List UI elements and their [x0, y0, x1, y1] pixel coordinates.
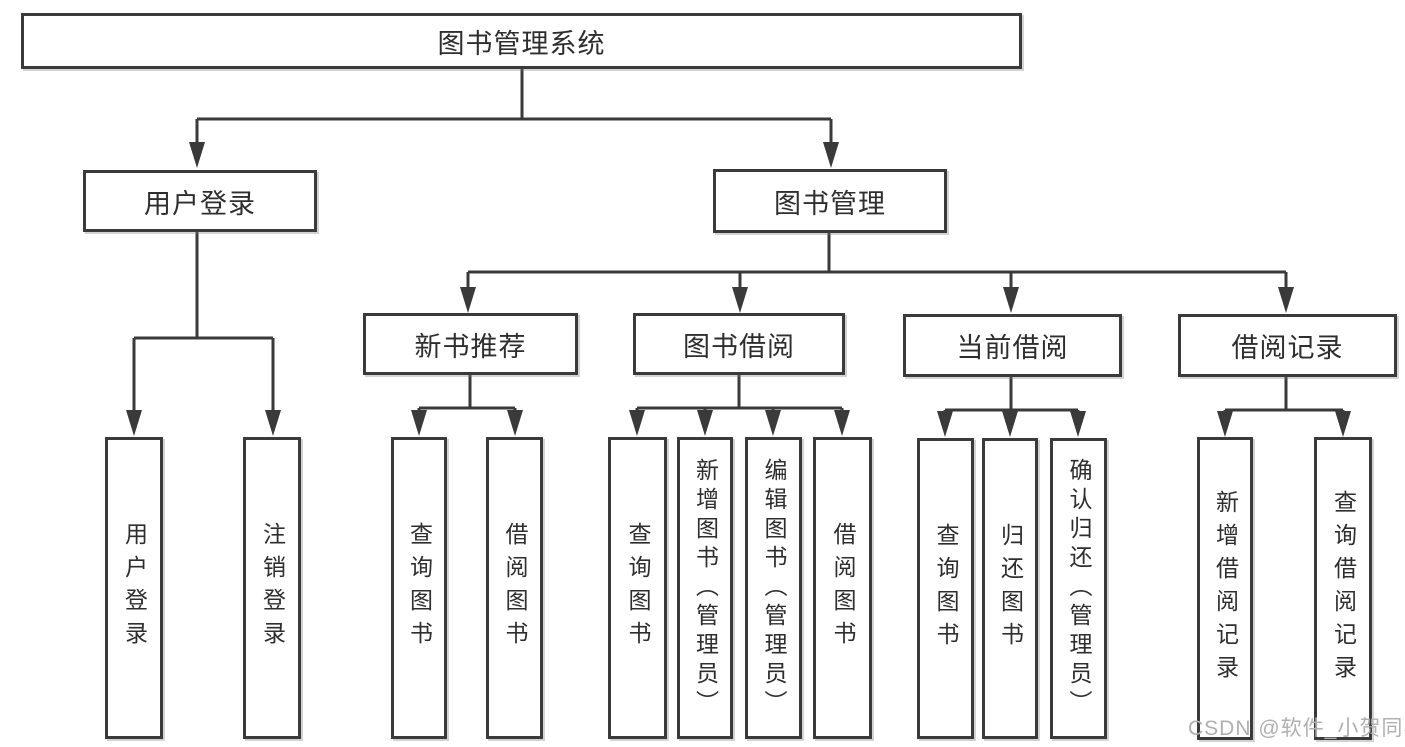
node-label: 用户登录	[121, 522, 148, 654]
csdn-watermark: CSDN @软件_小贺同学	[1188, 717, 1405, 740]
connector-currentborrow-to-leaves	[937, 377, 1086, 437]
node-leaf-logout: 注销登录	[243, 437, 301, 739]
node-label: 查询图书	[933, 522, 959, 655]
connector-newbookrec-to-leaves	[411, 375, 523, 436]
node-leaf-user-login: 用户登录	[105, 437, 163, 739]
node-library-management-system: 图书管理系统	[21, 13, 1022, 69]
node-label: 借阅记录	[1231, 333, 1344, 363]
node-current-borrow: 当前借阅	[903, 314, 1122, 377]
node-label: 借阅图书	[502, 522, 528, 654]
node-leaf-confirm-return-admin: 确认归还（管理员）	[1050, 438, 1107, 739]
node-leaf-add-books-admin: 新增图书（管理员）	[677, 437, 733, 739]
node-label: 查询借阅记录	[1330, 489, 1357, 688]
connector-borrowrecord-to-leaves	[1217, 377, 1351, 437]
node-label: 图书借阅	[683, 331, 795, 362]
node-label: 注销登录	[259, 522, 286, 654]
node-label: 借阅图书	[830, 522, 856, 654]
node-label: 新增借阅记录	[1212, 489, 1239, 688]
node-leaf-query-books-2: 查询图书	[608, 437, 667, 739]
node-label: 确认归还（管理员）	[1066, 458, 1092, 719]
node-book-borrow: 图书借阅	[633, 313, 845, 375]
node-label: 新书推荐	[414, 331, 527, 362]
node-new-book-recommend: 新书推荐	[363, 313, 578, 375]
node-borrow-record: 借阅记录	[1178, 314, 1397, 377]
node-label: 图书管理系统	[437, 28, 606, 59]
node-leaf-borrow-books-1: 借阅图书	[486, 437, 543, 739]
connector-userlogin-to-leaves	[126, 232, 281, 436]
node-leaf-edit-books-admin: 编辑图书（管理员）	[745, 437, 802, 739]
node-label: 图书管理	[774, 188, 886, 219]
node-leaf-return-books: 归还图书	[982, 438, 1038, 739]
node-leaf-query-borrow-record: 查询借阅记录	[1314, 437, 1372, 740]
node-leaf-query-books-1: 查询图书	[391, 437, 447, 739]
node-label: 编辑图书（管理员）	[761, 457, 787, 719]
connector-root-to-level2	[189, 69, 839, 168]
connector-bookborrow-to-leaves	[629, 375, 850, 436]
node-label: 查询图书	[625, 522, 651, 654]
node-user-login: 用户登录	[83, 170, 317, 232]
node-leaf-borrow-books-2: 借阅图书	[813, 437, 872, 739]
node-leaf-add-borrow-record: 新增借阅记录	[1197, 437, 1253, 740]
node-label: 归还图书	[997, 522, 1024, 655]
node-book-management: 图书管理	[713, 169, 947, 233]
node-label: 用户登录	[144, 188, 256, 219]
node-label: 当前借阅	[956, 333, 1069, 363]
connector-bookmgmt-to-level3	[460, 233, 1294, 313]
node-leaf-query-books-3: 查询图书	[917, 438, 974, 739]
node-label: 查询图书	[406, 522, 433, 654]
node-label: 新增图书（管理员）	[692, 457, 719, 719]
